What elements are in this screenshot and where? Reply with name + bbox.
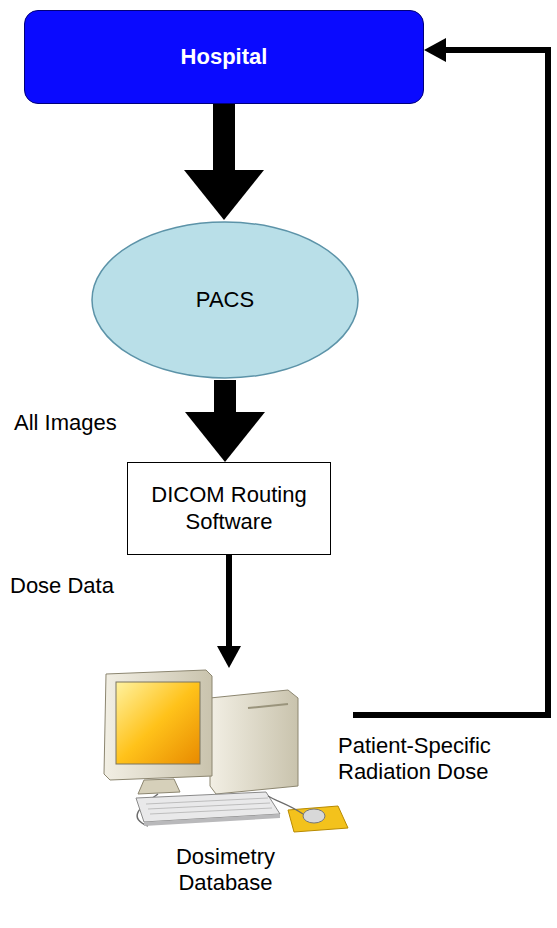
routing-box: DICOM Routing Software: [127, 462, 331, 555]
icon-label: Dosimetry Database: [161, 844, 291, 897]
arrow-shaft: [213, 104, 235, 171]
hospital-box: Hospital: [24, 10, 424, 104]
arrow-head: [185, 412, 265, 462]
arrow-shaft: [214, 380, 236, 413]
edge-label: Patient-Specific Radiation Dose: [338, 733, 548, 786]
flow-arrow: [217, 555, 241, 668]
arrow-head: [424, 38, 446, 62]
arrow-shaft: [353, 50, 548, 715]
node-text: DICOM Routing Software: [138, 482, 320, 535]
flow-arrow: [184, 104, 264, 220]
pacs-ellipse: PACS: [90, 220, 360, 380]
flow-arrow: [185, 380, 265, 462]
arrow-shaft: [226, 555, 232, 647]
node-text: Hospital: [181, 44, 268, 70]
arrow-head: [217, 646, 241, 668]
node-text: PACS: [196, 287, 254, 313]
computer-node: Dosimetry Database: [98, 668, 353, 897]
edge-label: Dose Data: [10, 573, 114, 599]
flow-arrow: [353, 38, 548, 715]
edge-label: All Images: [14, 410, 117, 436]
computer-icon: [98, 668, 353, 838]
arrow-head: [184, 170, 264, 220]
